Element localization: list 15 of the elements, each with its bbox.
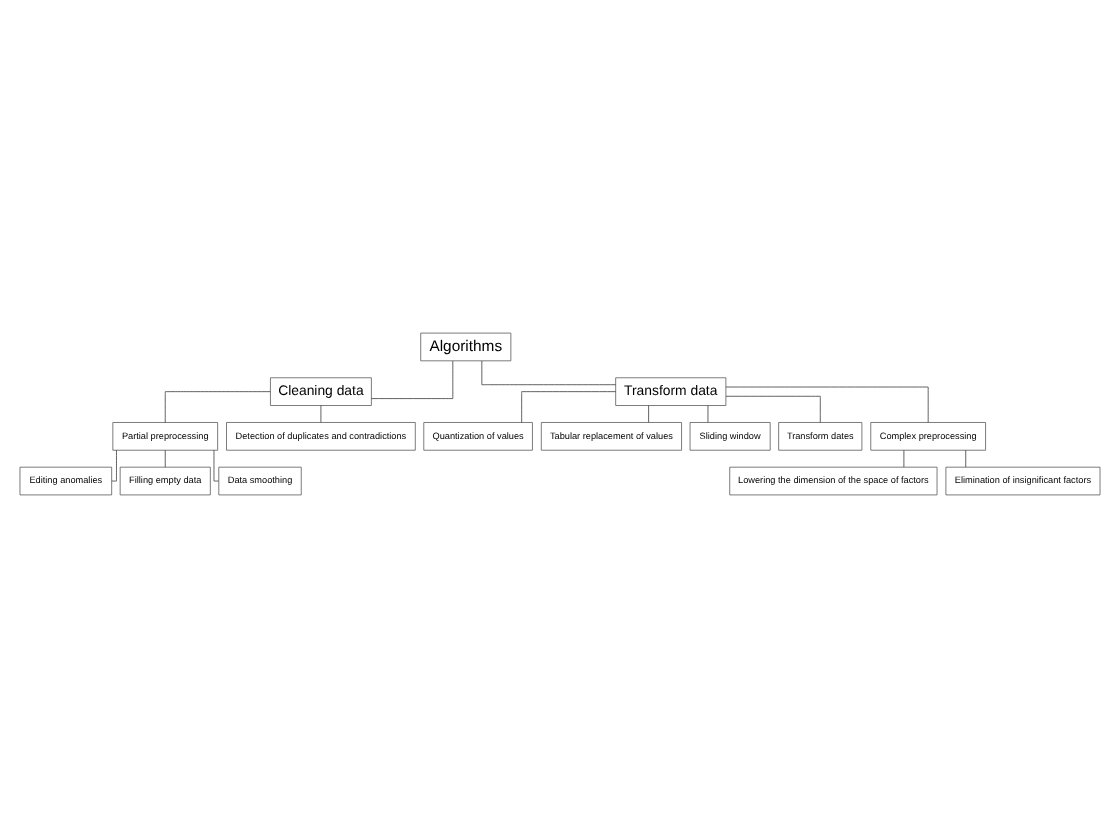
connector <box>320 404 322 422</box>
connector <box>707 404 709 422</box>
node-box: Algorithms <box>420 331 512 361</box>
connector <box>725 394 821 422</box>
connector <box>648 404 649 422</box>
connector <box>965 448 967 467</box>
connector <box>111 448 117 481</box>
connector <box>371 359 454 398</box>
connector <box>164 390 271 422</box>
connector <box>903 448 905 467</box>
connector <box>521 390 617 422</box>
connector <box>213 448 219 481</box>
connector <box>725 385 929 422</box>
connector <box>164 448 166 467</box>
connector <box>481 359 616 385</box>
